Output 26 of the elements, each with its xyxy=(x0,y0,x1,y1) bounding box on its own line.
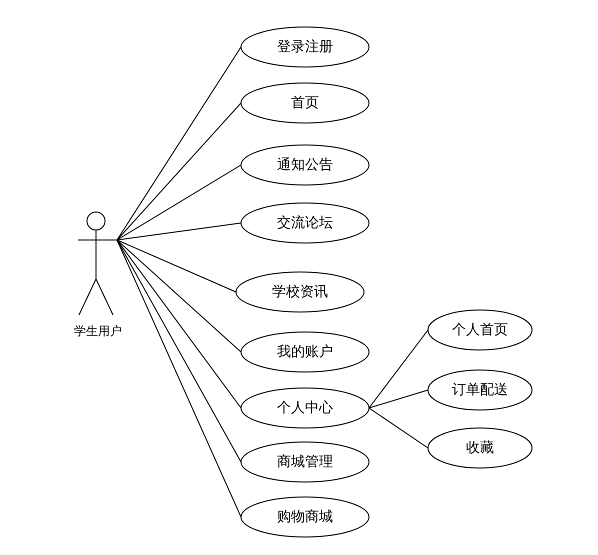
use-case-label: 首页 xyxy=(291,94,319,112)
association-line xyxy=(116,102,242,240)
association-line xyxy=(116,240,242,352)
use-case-label: 学校资讯 xyxy=(272,283,328,301)
association-line xyxy=(116,164,242,240)
use-case-label: 收藏 xyxy=(466,439,494,457)
association-line xyxy=(116,46,242,240)
use-case-label: 个人中心 xyxy=(277,399,333,417)
association-line xyxy=(116,240,242,462)
use-case-label: 通知公告 xyxy=(277,156,333,174)
association-line xyxy=(116,240,236,292)
association-line xyxy=(116,222,242,240)
association-line xyxy=(368,408,428,448)
use-case-label: 购物商城 xyxy=(277,508,333,526)
use-case-label: 商城管理 xyxy=(277,453,333,471)
actor-name: 学生用户 xyxy=(73,323,123,340)
use-case-label: 订单配送 xyxy=(452,381,508,399)
use-case-label: 我的账户 xyxy=(277,343,333,361)
association-line xyxy=(368,390,428,408)
use-case-label: 登录注册 xyxy=(277,38,333,56)
association-line xyxy=(368,330,428,408)
association-line xyxy=(116,240,242,408)
use-case-label: 个人首页 xyxy=(452,321,508,339)
actor-figure xyxy=(78,211,118,317)
use-case-label: 交流论坛 xyxy=(277,214,333,232)
association-line xyxy=(116,240,242,518)
